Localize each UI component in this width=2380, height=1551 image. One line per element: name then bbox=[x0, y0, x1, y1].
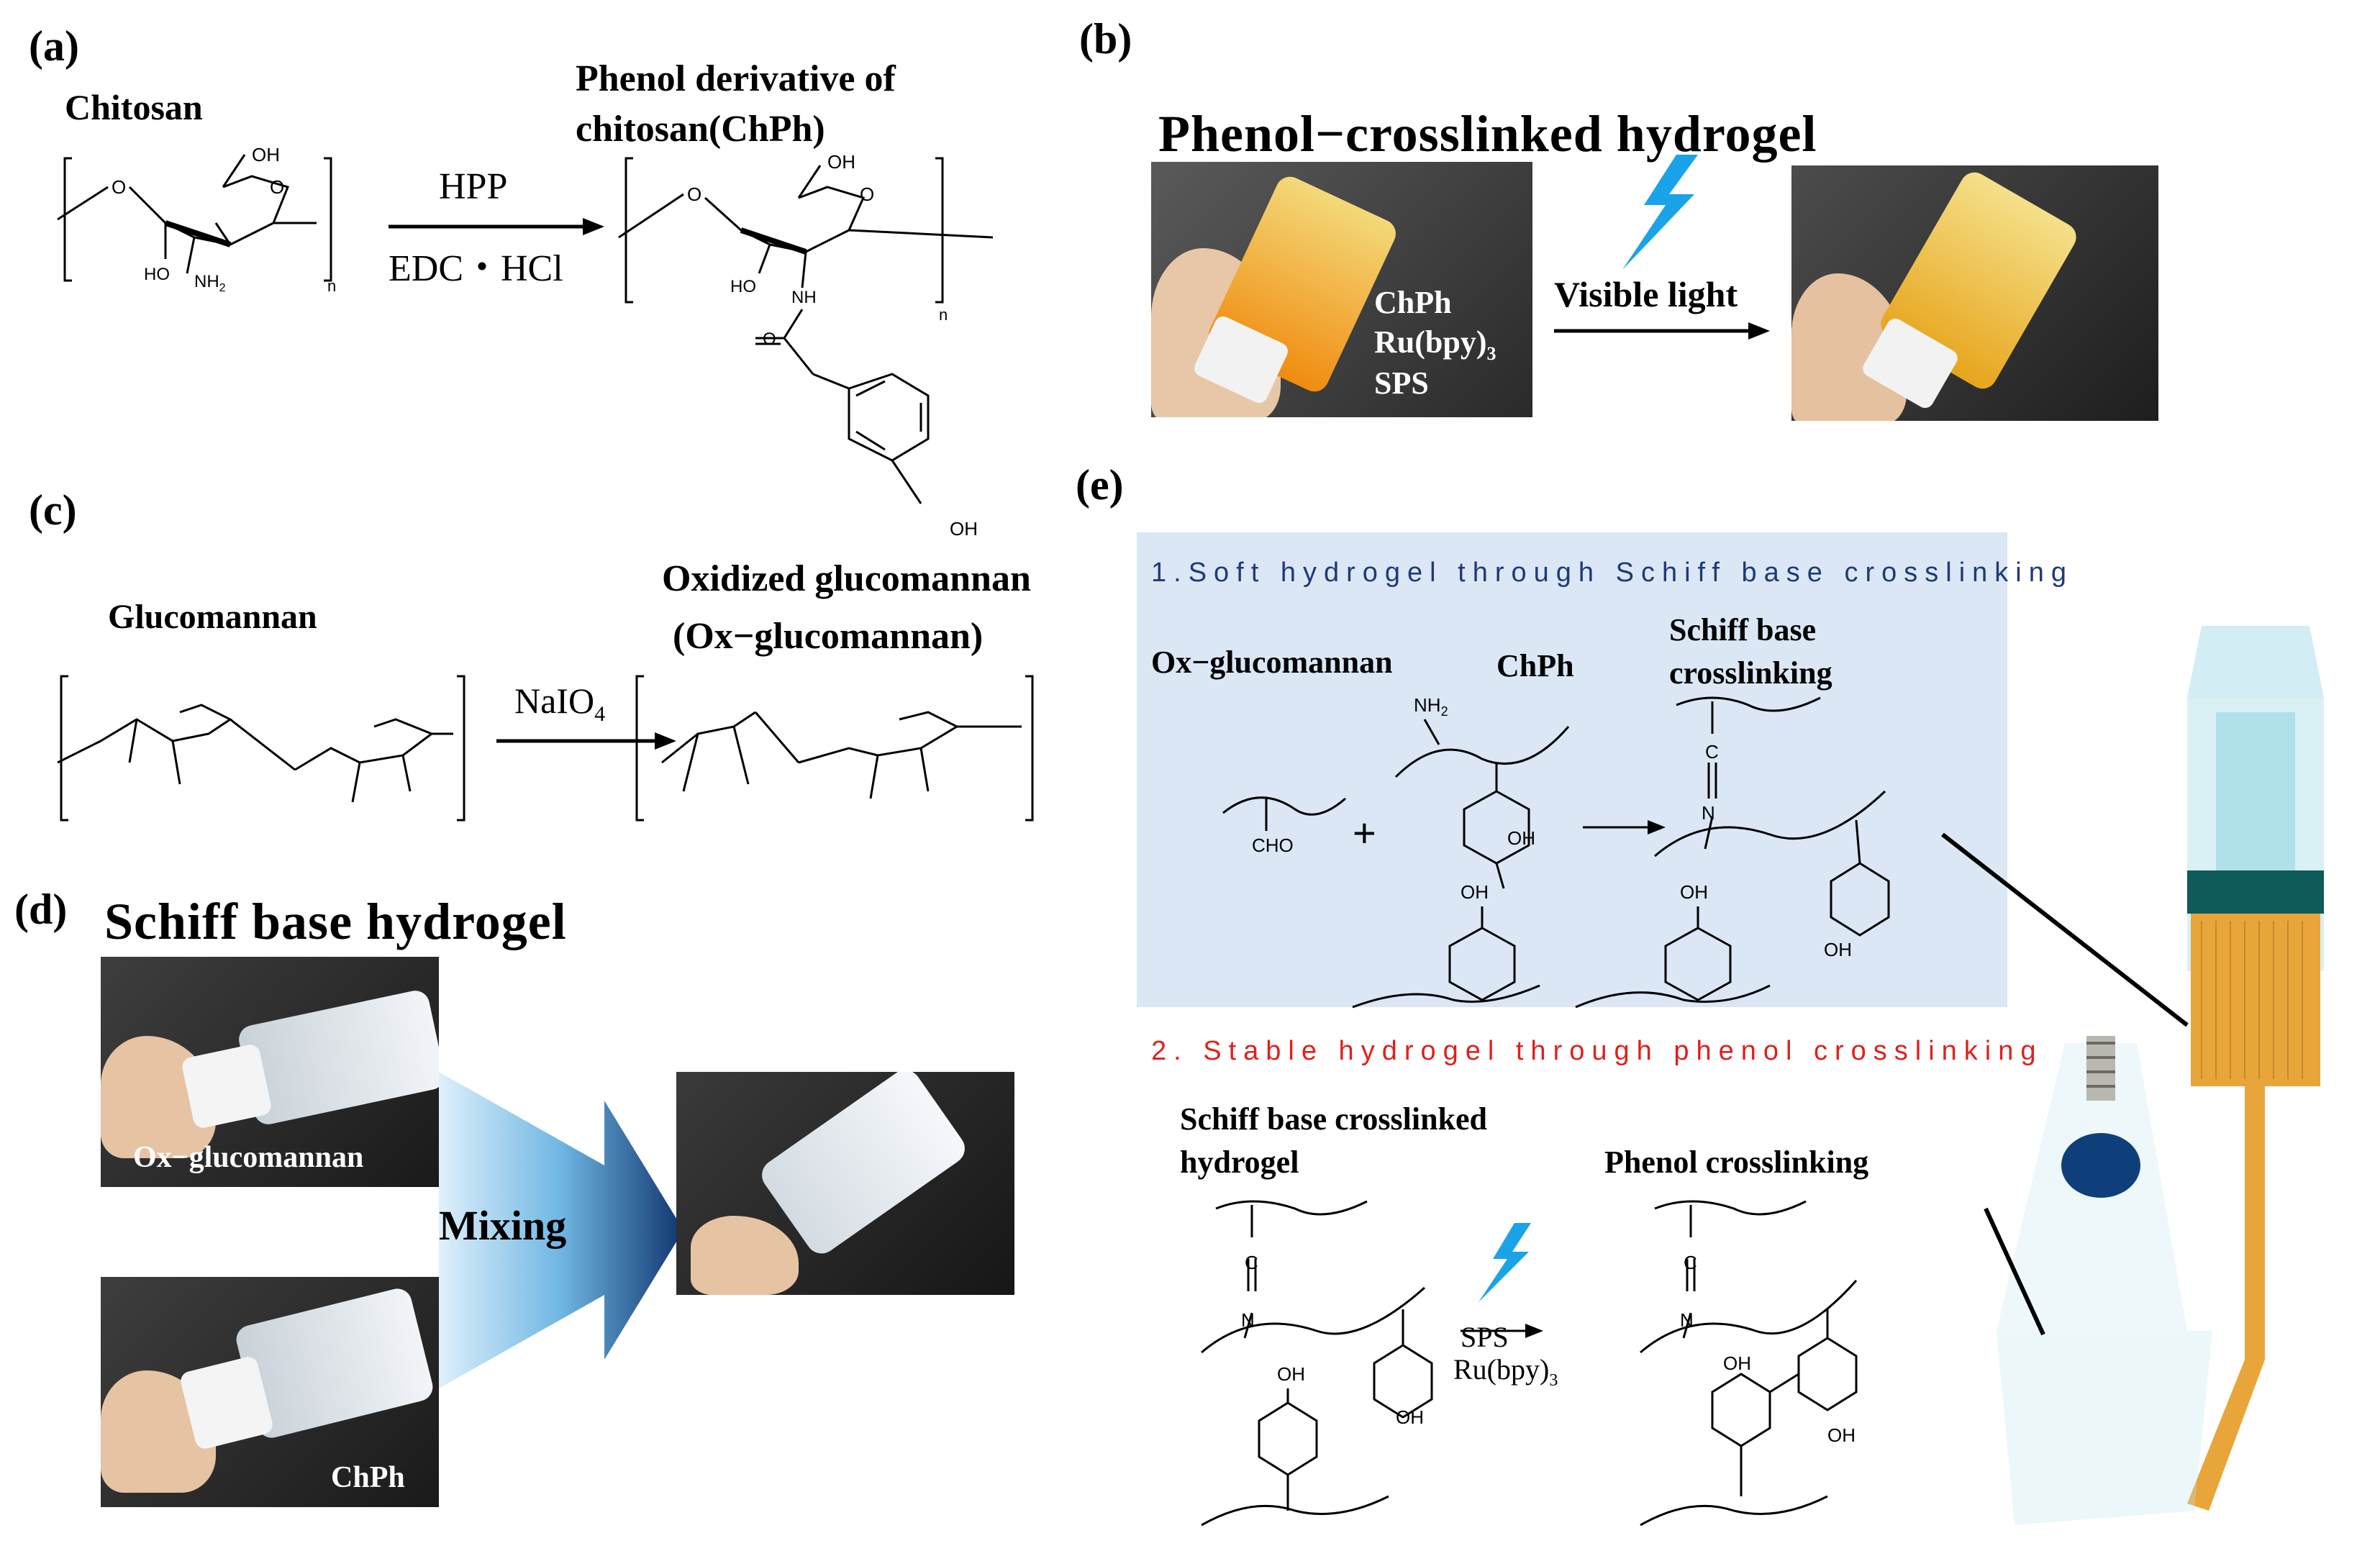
step1-oh-2: OH bbox=[1461, 881, 1489, 903]
step2-reaction-scheme bbox=[1201, 1200, 1858, 1527]
photo-rubpy-main: Ru(bpy) bbox=[1374, 324, 1487, 360]
ox-glucomannan-photo-label: Ox−glucomannan bbox=[133, 1141, 364, 1174]
lightning-bolt-icon-b bbox=[1622, 155, 1698, 270]
ox-glucomannan-title1: Oxidized glucomannan bbox=[662, 558, 1031, 599]
naio4-main: NaIO bbox=[514, 681, 595, 721]
chph-title-line1: Phenol derivative of bbox=[576, 58, 896, 99]
vial-mixed bbox=[755, 1072, 971, 1260]
chitosan-nh2: NH2 bbox=[194, 272, 226, 295]
step1-plus: + bbox=[1353, 810, 1376, 855]
chitosan-nh: NH bbox=[194, 272, 219, 291]
step1-cho: CHO bbox=[1252, 834, 1294, 856]
ox-glucomannan-structure bbox=[635, 675, 1034, 822]
step2-n-1: N bbox=[1241, 1309, 1255, 1331]
chph-phenol-oh: OH bbox=[950, 518, 978, 540]
step2-product: Phenol crosslinking bbox=[1604, 1145, 1869, 1180]
chph-ho: HO bbox=[730, 277, 756, 296]
panel-e-label: (e) bbox=[1076, 461, 1124, 509]
step2-rubpy-sub: 3 bbox=[1549, 1371, 1558, 1390]
step1-c: C bbox=[1705, 741, 1719, 763]
step1-reaction-scheme bbox=[1222, 696, 1890, 1009]
step1-crosslinking: crosslinking bbox=[1669, 655, 1832, 691]
chph-photo-label: ChPh bbox=[331, 1461, 405, 1494]
reaction-arrow-c bbox=[496, 732, 676, 750]
chph-title-line2: chitosan(ChPh) bbox=[576, 109, 825, 150]
chph-nh: NH bbox=[791, 288, 817, 307]
mixing-arrow-shape bbox=[439, 1072, 683, 1388]
photo-after-light bbox=[1791, 165, 2158, 421]
step1-nh2: NH2 bbox=[1414, 694, 1448, 719]
step2-oh-3: OH bbox=[1723, 1352, 1751, 1374]
step1-title: 1.Soft hydrogel through Schiff base cros… bbox=[1151, 558, 2074, 588]
step2-sps: SPS bbox=[1461, 1321, 1509, 1353]
step2-n-2: N bbox=[1680, 1309, 1694, 1331]
step1-n: N bbox=[1702, 802, 1715, 824]
chitosan-ring-o: O bbox=[270, 176, 285, 198]
chph-carbonyl-o: O bbox=[763, 329, 776, 349]
phenol-hydrogel-title: Phenol−crosslinked hydrogel bbox=[1158, 105, 1817, 163]
step2-start-1: Schiff base crosslinked bbox=[1180, 1101, 1488, 1137]
reaction-arrow-a bbox=[389, 218, 604, 235]
chph-o-link: O bbox=[687, 183, 702, 205]
chitosan-label: Chitosan bbox=[65, 87, 203, 127]
visible-light-label: Visible light bbox=[1554, 274, 1738, 314]
step2-rubpy-main: Ru(bpy) bbox=[1453, 1353, 1550, 1386]
step2-start-2: hydrogel bbox=[1180, 1145, 1299, 1180]
lightning-bolt-icon-e bbox=[1479, 1223, 1531, 1302]
step1-oh-3: OH bbox=[1680, 881, 1708, 903]
syringe-printer-icon bbox=[1941, 626, 2324, 1525]
photo-mixed-gel bbox=[676, 1072, 1014, 1295]
step2-c-2: C bbox=[1684, 1252, 1697, 1273]
step1-oh-4: OH bbox=[1824, 939, 1852, 960]
panel-d-label: (d) bbox=[14, 886, 68, 933]
chitosan-ho: HO bbox=[144, 265, 170, 284]
photo-rubpy-sub: 3 bbox=[1486, 342, 1496, 364]
step2-rubpy: Ru(bpy)3 bbox=[1453, 1352, 1558, 1391]
photo-rubpy-text: Ru(bpy)3 bbox=[1374, 324, 1496, 365]
chitosan-structure bbox=[57, 154, 332, 282]
schiff-hydrogel-title: Schiff base hydrogel bbox=[104, 893, 567, 950]
chitosan-oh: OH bbox=[252, 144, 280, 165]
chph-ring-oh: OH bbox=[827, 151, 855, 173]
glucomannan-structure bbox=[57, 675, 465, 822]
naio4-sub: 4 bbox=[594, 702, 606, 726]
panel-b-label: (b) bbox=[1079, 15, 1132, 63]
step2-oh-2: OH bbox=[1277, 1363, 1305, 1385]
step1-box bbox=[1137, 532, 2007, 1007]
chph-n-index: n bbox=[939, 306, 948, 324]
panel-c-label: (c) bbox=[29, 486, 77, 534]
step1-nh2-sub: 2 bbox=[1440, 704, 1448, 719]
step2-oh-1: OH bbox=[1396, 1406, 1424, 1428]
step1-schiff-base: Schiff base bbox=[1669, 612, 1817, 647]
step2-title: 2. Stable hydrogel through phenol crossl… bbox=[1151, 1036, 2043, 1066]
mixing-label: Mixing bbox=[439, 1202, 567, 1249]
edc-reagent: EDC・HCl bbox=[389, 248, 563, 289]
step2-oh-4: OH bbox=[1827, 1424, 1856, 1446]
naio4-reagent: NaIO4 bbox=[514, 680, 605, 727]
chitosan-n-index: n bbox=[327, 277, 337, 295]
step1-nh2-main: NH bbox=[1414, 694, 1441, 716]
step2-c-1: C bbox=[1245, 1252, 1258, 1273]
finger-shape-5 bbox=[691, 1216, 799, 1295]
glucomannan-label: Glucomannan bbox=[108, 598, 317, 636]
hpp-reagent: HPP bbox=[439, 166, 508, 207]
ox-glucomannan-title2: (Ox−glucomannan) bbox=[673, 616, 984, 657]
photo-sps-text: SPS bbox=[1374, 365, 1429, 401]
photo-chph-text: ChPh bbox=[1374, 285, 1452, 320]
photo-chph: ChPh bbox=[101, 1277, 439, 1507]
step1-oh-1: OH bbox=[1507, 827, 1535, 849]
reaction-arrow-b bbox=[1554, 322, 1770, 340]
photo-before-light: ChPh Ru(bpy)3 SPS bbox=[1151, 162, 1532, 417]
panel-a-label: (a) bbox=[29, 22, 79, 70]
step1-chph: ChPh bbox=[1496, 648, 1574, 683]
chitosan-nh2-sub: 2 bbox=[219, 281, 226, 294]
photo-ox-glucomannan: Ox−glucomannan bbox=[101, 957, 439, 1187]
chph-ring-o: O bbox=[860, 183, 875, 205]
step1-ox-glucomannan: Ox−glucomannan bbox=[1151, 645, 1393, 680]
chitosan-o-link: O bbox=[112, 176, 127, 198]
chph-structure bbox=[618, 157, 994, 504]
